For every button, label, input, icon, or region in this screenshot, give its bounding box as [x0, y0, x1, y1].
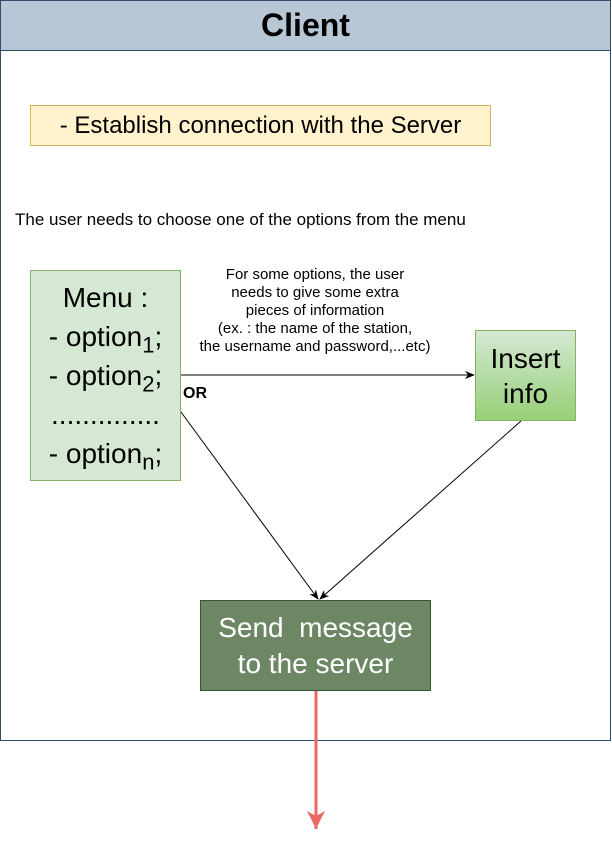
instruction-text: The user needs to choose one of the opti… — [15, 210, 466, 229]
establish-connection-text: - Establish connection with the Server — [59, 111, 462, 139]
insert-info-line2: info — [502, 377, 549, 409]
insert-info-line1: Insert — [490, 342, 561, 374]
send-message-box: Send message to the server — [200, 600, 431, 691]
note-line: For some options, the user — [225, 266, 405, 283]
arrow-menu-to-send — [180, 411, 319, 600]
note-line: (ex. : the name of the station, — [217, 320, 413, 337]
menu-option-1: - option1; — [48, 321, 163, 358]
menu-option-n: - optionn; — [48, 438, 163, 475]
menu-title: Menu : — [62, 282, 149, 313]
arrow-insert-to-send — [319, 420, 522, 600]
client-header: Client — [0, 0, 611, 51]
menu-box: Menu : - option1; - option2; ...........… — [30, 270, 181, 481]
insert-info-box: Insert info — [475, 330, 576, 421]
establish-connection-box: - Establish connection with the Server — [30, 105, 491, 146]
menu-option-2: - option2; — [48, 360, 163, 397]
note-line: pieces of information — [245, 302, 385, 319]
menu-dots: .............. — [51, 399, 160, 430]
or-label: OR — [183, 385, 207, 402]
note-line: needs to give some extra — [231, 284, 399, 301]
note-line: the username and password,...etc) — [199, 338, 431, 355]
client-title: Client — [261, 7, 350, 43]
send-message-line2: to the server — [237, 647, 394, 679]
extra-info-note: For some options, the user needs to give… — [195, 266, 435, 356]
send-message-line1: Send message — [218, 611, 413, 643]
